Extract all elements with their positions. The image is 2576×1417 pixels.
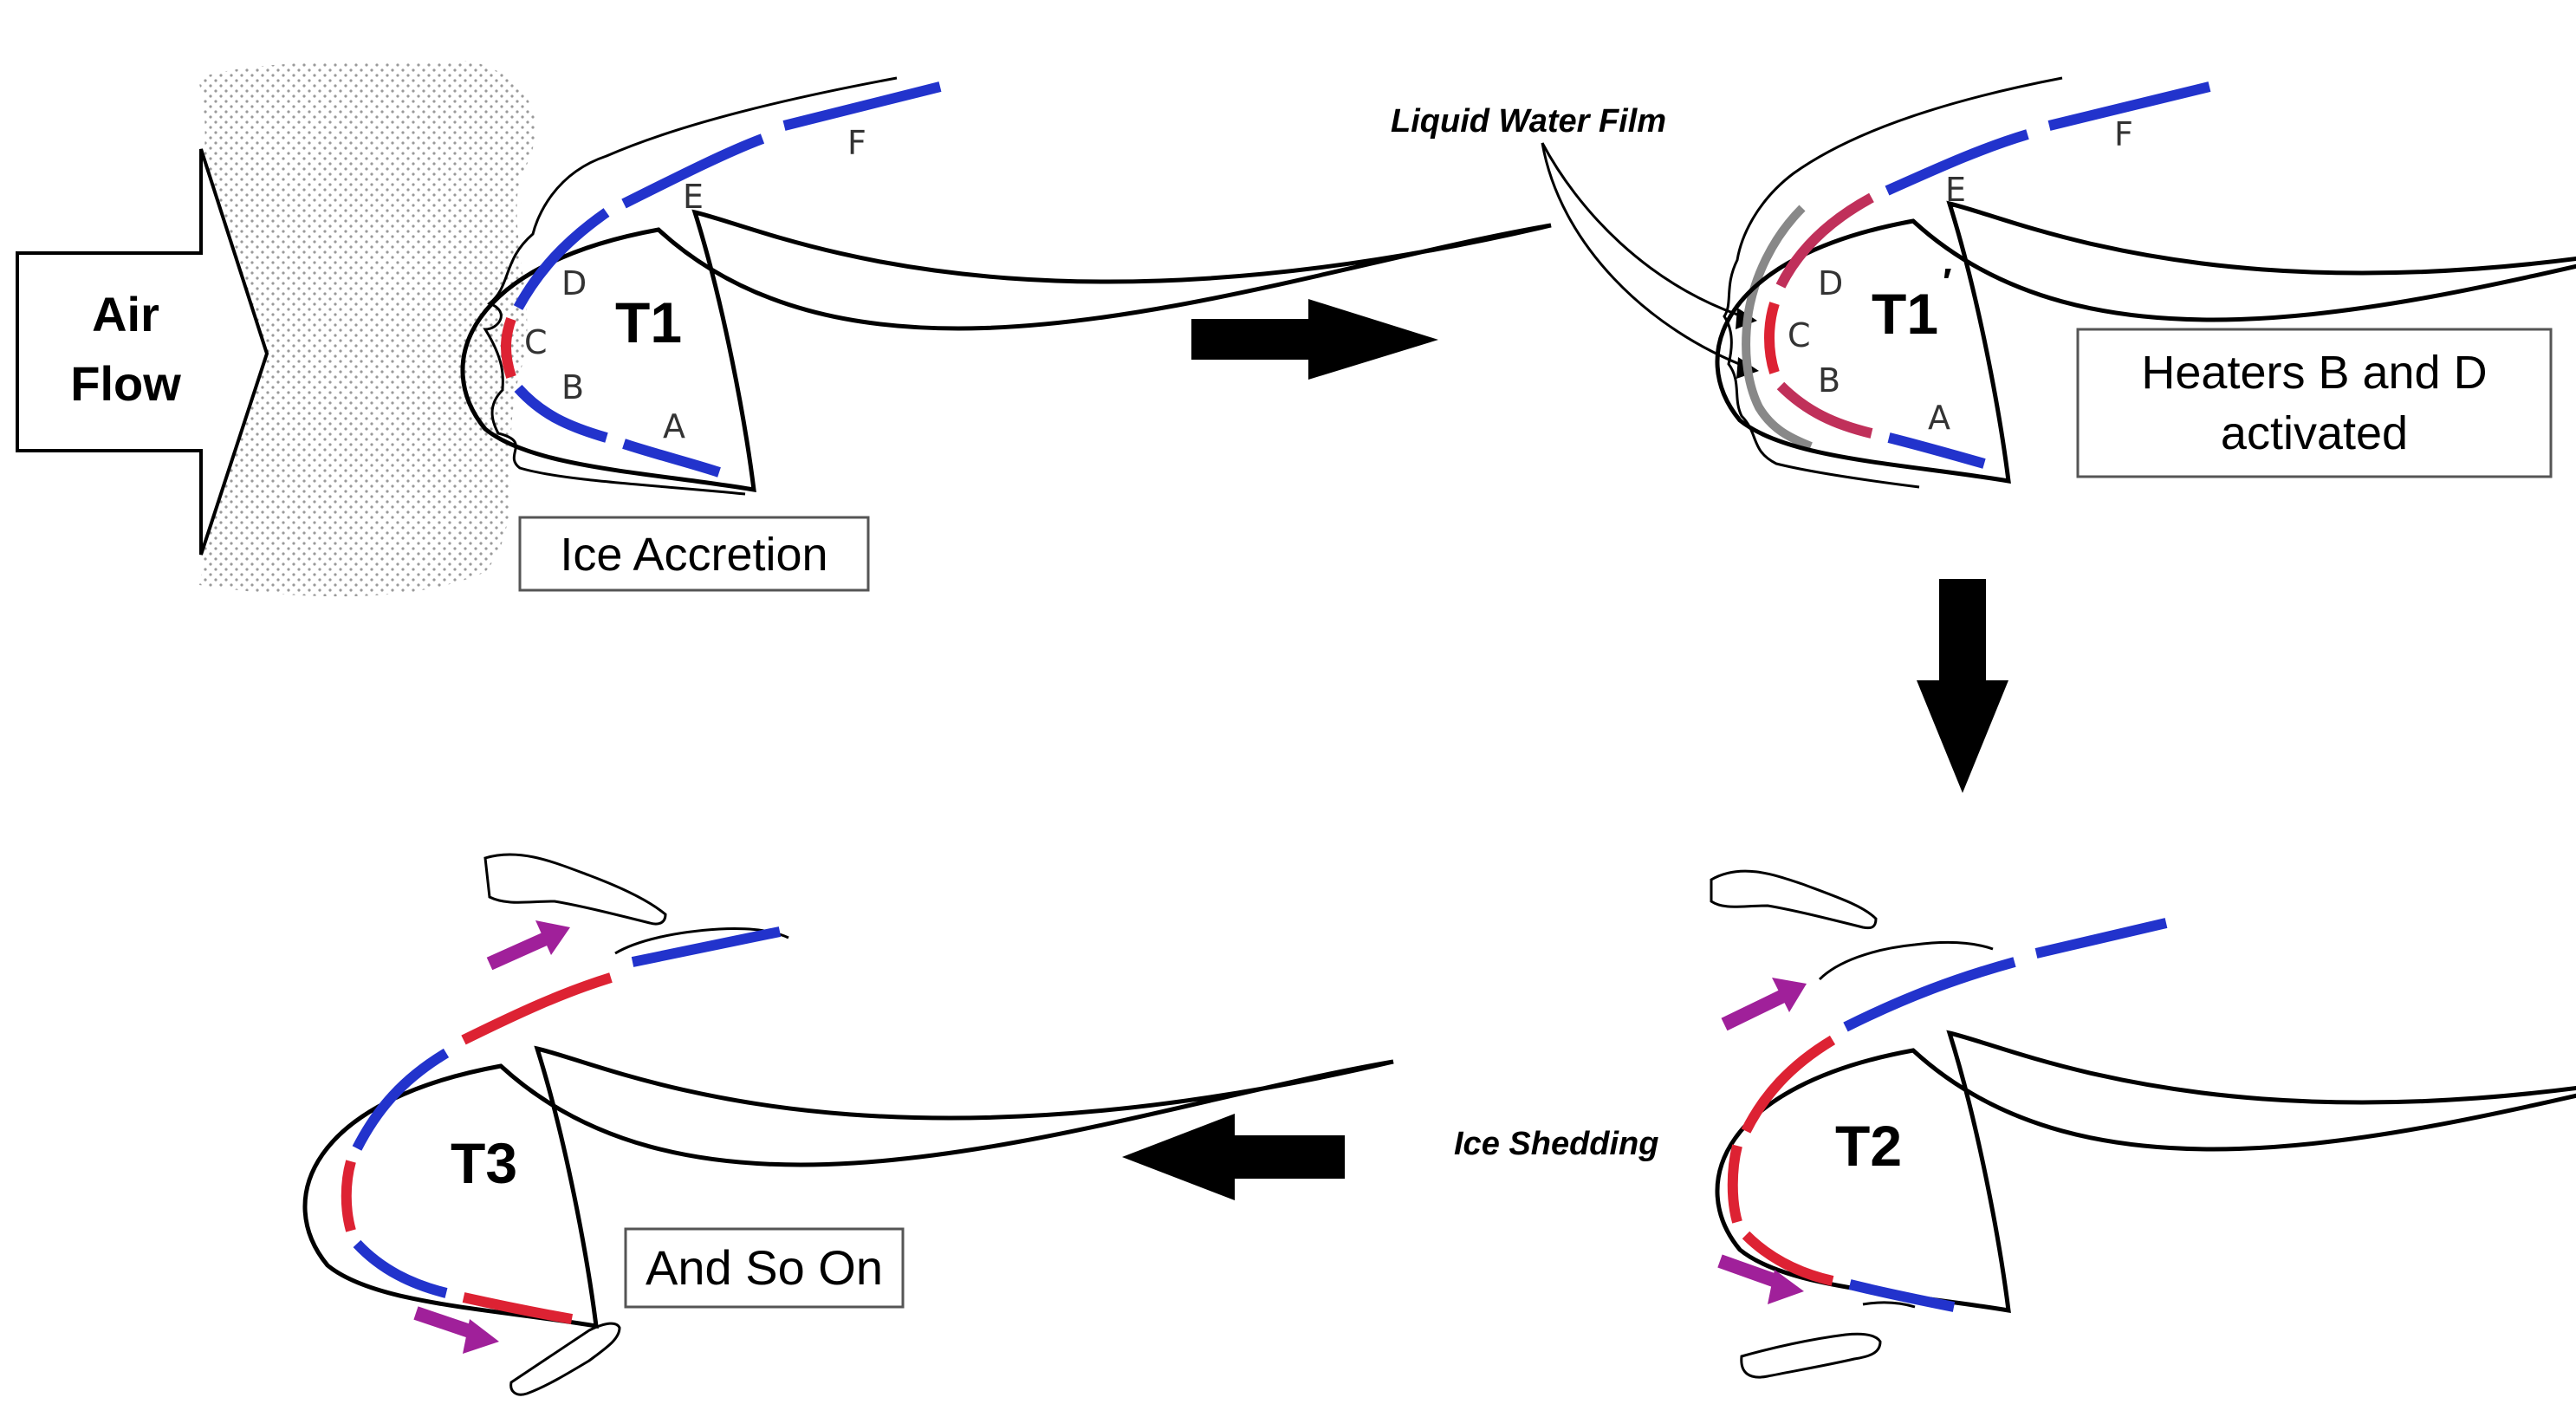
shed-ice-piece-lower [1740,1332,1882,1379]
heaters-activated-line1: Heaters B and D [2141,347,2487,399]
panel-t3: T3 And So On [305,853,1393,1396]
heater-b-t3 [353,1239,448,1298]
air-flow-label-line2: Flow [70,356,181,411]
heater-label-d-t1: D [561,264,587,302]
heater-d-t2 [1741,1035,1836,1134]
heaters-activated-box [2076,328,2553,478]
heater-label-c-t1p: C [1788,316,1811,354]
heater-d-t1 [513,208,610,310]
heater-c-t2 [1727,1144,1742,1224]
ice-accretion-outline [483,76,898,496]
heater-e-t1p [1885,129,2029,196]
heater-label-a-t1: A [663,407,685,445]
ice-accretion-box [518,516,870,592]
panel-t2: T2 Ice Shedding [1454,869,2576,1379]
liquid-water-film-label: Liquid Water Film [1391,103,1666,140]
remaining-ice-lower-t2 [1862,1301,1916,1309]
heater-f-t1 [782,81,942,131]
shed-ice-piece-lower-t3 [509,1322,621,1396]
stage-label-t1: T1 [615,290,682,354]
heater-d-t3 [352,1048,450,1151]
heater-c-t3 [341,1160,356,1232]
black-arrow-icon [1191,299,1438,380]
magenta-arrow-icon-lower [1717,1254,1804,1304]
heater-label-b-t1p: B [1818,361,1840,400]
heater-a-t2 [1848,1279,1956,1312]
stage-label-t3: T3 [451,1131,517,1195]
ice-shedding-label: Ice Shedding [1454,1126,1658,1162]
heater-a-t1 [622,439,721,478]
black-arrow-icon-left [1122,1114,1345,1200]
remaining-ice-upper-t2 [1818,941,1994,981]
panel-t1-prime: Liquid Water Film A B C D E F T1 ′ Heate… [1391,76,2576,489]
heater-a-t3 [462,1292,574,1324]
stage-label-t1-prime-mark: ′ [1943,261,1952,303]
heater-e-t2 [1843,957,2016,1032]
heater-e-t1 [621,133,765,209]
heater-label-f-t1p: F [2114,115,2133,153]
heater-label-e-t1: E [683,178,704,216]
air-stipple-region [198,61,535,597]
heater-b-t1 [514,384,608,443]
heater-a-t1p [1887,432,1986,469]
heater-f-t1p [2047,81,2211,131]
water-film [1742,205,1813,451]
heater-b-t1p [1776,381,1873,439]
heater-label-c-t1: C [524,323,548,361]
heater-e-t3 [461,972,613,1045]
stage-label-t2: T2 [1835,1114,1902,1178]
magenta-arrow-icon-lower-t3 [413,1306,499,1354]
and-so-on-label: And So On [646,1240,883,1295]
leader-line-lower [1541,142,1751,370]
ice-accretion-outline-t1p [1723,76,2063,489]
heater-label-a-t1p: A [1928,399,1950,437]
magenta-arrow-icon-upper [1721,978,1807,1031]
heater-c-t1 [501,316,516,379]
shed-ice-piece-upper-t3 [483,853,667,926]
panel-t1: Air Flow A B C D E F T1 Ice Accretion [16,61,1551,597]
air-flow-label-line1: Air [92,287,159,341]
ice-accretion-label: Ice Accretion [560,529,827,581]
heater-d-t1p [1775,192,1874,289]
heater-f-t2 [2034,918,2168,959]
heater-label-e-t1p: E [1945,171,1966,209]
stage-label-t1-prime: T1 [1872,282,1938,346]
magenta-arrow-icon-upper-t3 [486,920,570,971]
heater-label-f-t1: F [847,124,866,162]
heater-c-t1p [1764,302,1780,374]
heater-b-t2 [1742,1231,1834,1286]
heater-f-t3 [631,926,782,967]
heater-label-d-t1p: D [1818,264,1843,302]
heaters-activated-line2: activated [2221,407,2408,459]
black-arrow-icon-down [1917,579,2008,793]
leader-line-upper [1541,142,1751,321]
heater-label-b-t1: B [561,368,584,406]
shed-ice-piece-upper [1710,869,1878,930]
and-so-on-box [624,1227,905,1309]
air-flow-arrow-icon [16,148,269,556]
